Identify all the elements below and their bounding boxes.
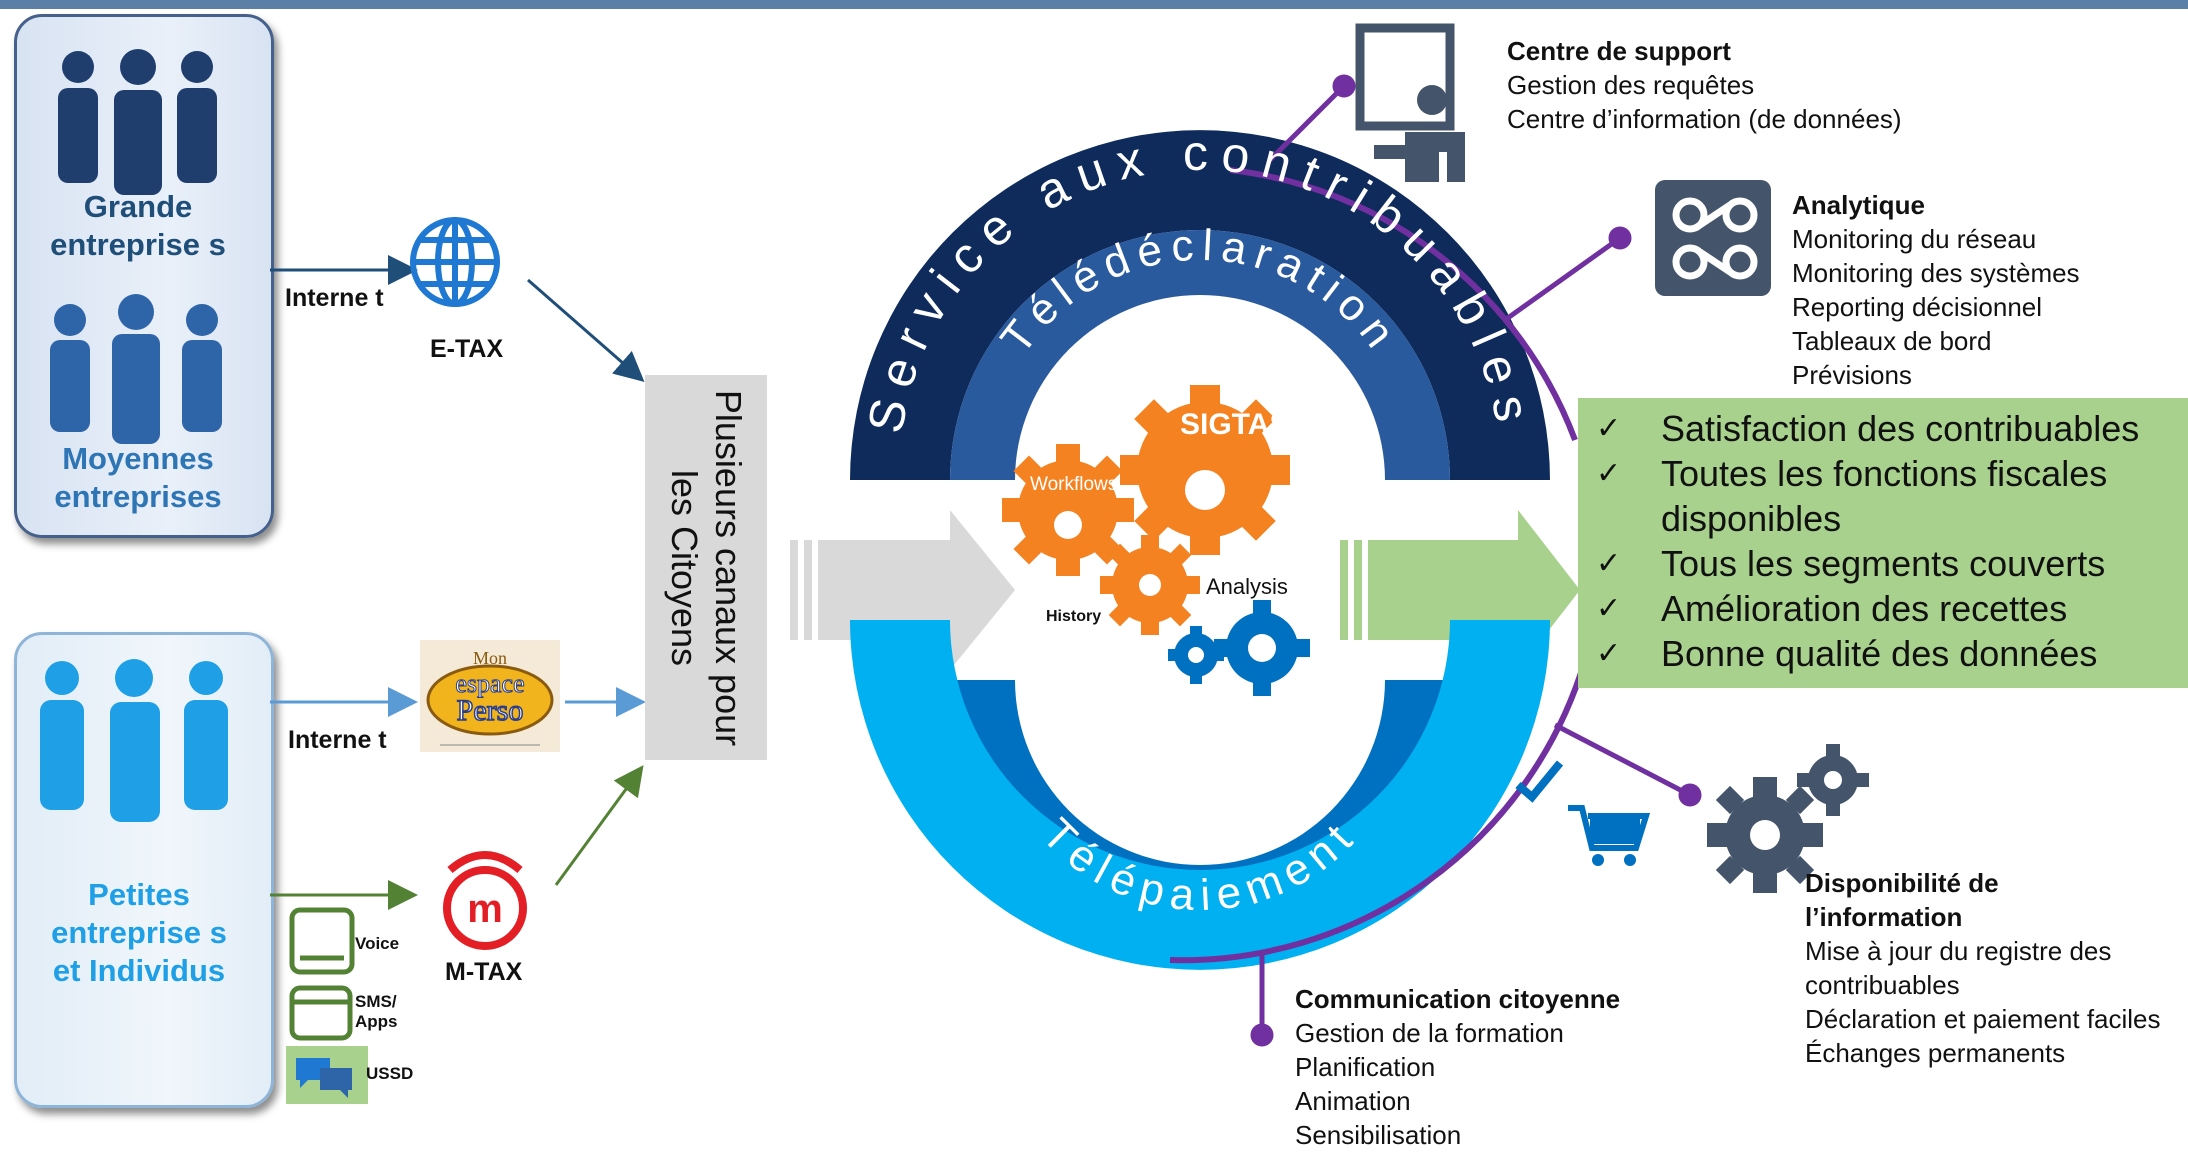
history-gear-icon [1100,535,1200,635]
channels-box [645,375,767,760]
callout-availability-line: Échanges permanents [1805,1038,2066,1068]
segment-small-label: Petites entreprise s et Individus [51,877,227,988]
benefit-item: ✓Satisfaction des contribuables [1596,408,2140,449]
callout-communication-line: Animation [1295,1086,1411,1116]
check-icon: ✓ [1596,591,1622,626]
benefit-item: ✓Bonne qualité des données [1596,633,2098,674]
sms-apps-icon [289,985,353,1041]
purple-arc-bottom [1169,659,1588,964]
inner-top-ring [950,230,1450,480]
mtax-label: M-TAX [445,958,523,986]
callout-availability-line: Déclaration et paiement faciles [1805,1004,2161,1034]
segment-medium-label: Moyennes entreprises [54,441,222,514]
callout-availability-title-2: l’information [1805,902,1963,932]
ussd-chat-icon [286,1046,368,1104]
callout-availability-title-1: Disponibilité de [1805,868,1999,898]
phone-icon [289,907,355,975]
history-label: History [1046,608,1102,625]
callout-communication-line: Planification [1295,1052,1436,1082]
workflows-gear-icon [1002,444,1134,576]
callout-communication-line: Gestion de la formation [1295,1018,1564,1048]
etax-label: E-TAX [430,335,504,363]
analysis-label: Analysis [1206,574,1288,599]
top-bar [0,0,2188,9]
workflows-label: Workflows [1030,474,1118,495]
internet-label-bottom: Interne t [288,726,387,754]
segment-large-label: Grande entreprise s [50,189,226,262]
callout-communication-line: Sensibilisation [1295,1120,1462,1150]
callout-analytics-line: Monitoring des systèmes [1792,258,2080,288]
benefit-item: ✓Toutes les fonctions fiscales [1596,453,2108,494]
purple-arc-top [1229,167,1578,442]
callout-support-title: Centre de support [1507,36,1731,66]
sigtas-gear-icon [1120,385,1290,555]
callout-communication: Communication citoyenne Gestion de la fo… [1295,982,1620,1152]
sigtas-label: SIGTAS [1180,408,1290,441]
callout-analytics-line: Prévisions [1792,360,1912,390]
ussd-label: USSD [366,1064,414,1083]
voice-label: Voice [355,934,400,953]
benefit-item: ✓Amélioration des recettes [1596,588,2068,629]
svg-text:Mon: Mon [473,648,507,668]
callout-availability-line: contribuables [1805,970,1960,1000]
check-icon: ✓ [1596,456,1622,491]
callout-support-line: Centre d’information (de données) [1507,104,1902,134]
callout-communication-title: Communication citoyenne [1295,984,1621,1014]
cart-icon [1568,805,1651,866]
large-enterprise-people-icon [58,49,217,195]
callout-availability-line: Mise à jour du registre des [1805,936,2112,966]
channels-box-text: Plusieurs canaux pour les Citoyens [664,389,749,746]
medium-enterprise-people-icon [50,294,222,444]
svg-text:Perso: Perso [457,694,524,727]
outer-bottom-ring [850,620,1550,970]
callout-support: Centre de support Gestion des requêtes C… [1507,34,1902,136]
benefits-box: ✓Satisfaction des contribuables ✓Toutes … [1578,398,2188,688]
check-icon: ✓ [1596,411,1622,446]
mon-espace-perso-logo: Mon espace Perso [420,640,560,752]
ring-text-outer-bottom: Analytique [1040,733,1365,830]
support-center-icon [1355,23,1465,182]
analysis-gears-icon [1168,600,1310,696]
analytics-icon [1655,180,1771,296]
check-icon: ✓ [1596,636,1622,671]
internet-label-top: Interne t [285,284,384,312]
callout-analytics-title: Analytique [1792,190,1925,220]
mtax-logo-icon: m [443,851,527,950]
svg-text:m: m [467,887,503,931]
check-icon: ✓ [1596,546,1622,581]
sms-apps-label: SMS/ Apps [355,992,398,1031]
callout-availability: Disponibilité de l’information Mise à jo… [1805,866,2161,1070]
availability-gears-icon [1707,744,1869,893]
individuals-people-icon [40,659,228,822]
benefit-item: ✓Tous les segments couverts [1596,543,2106,584]
callout-analytics-line: Tableaux de bord [1792,326,1992,356]
callout-analytics: Analytique Monitoring du réseau Monitori… [1792,188,2080,392]
svg-text:espace: espace [455,669,524,698]
benefit-item-continued: disponibles [1661,498,1842,539]
callout-analytics-line: Monitoring du réseau [1792,224,2037,254]
checkmark-icon [1515,760,1564,803]
callout-analytics-line: Reporting décisionnel [1792,292,2043,322]
callout-support-line: Gestion des requêtes [1507,70,1755,100]
globe-icon [410,217,500,307]
